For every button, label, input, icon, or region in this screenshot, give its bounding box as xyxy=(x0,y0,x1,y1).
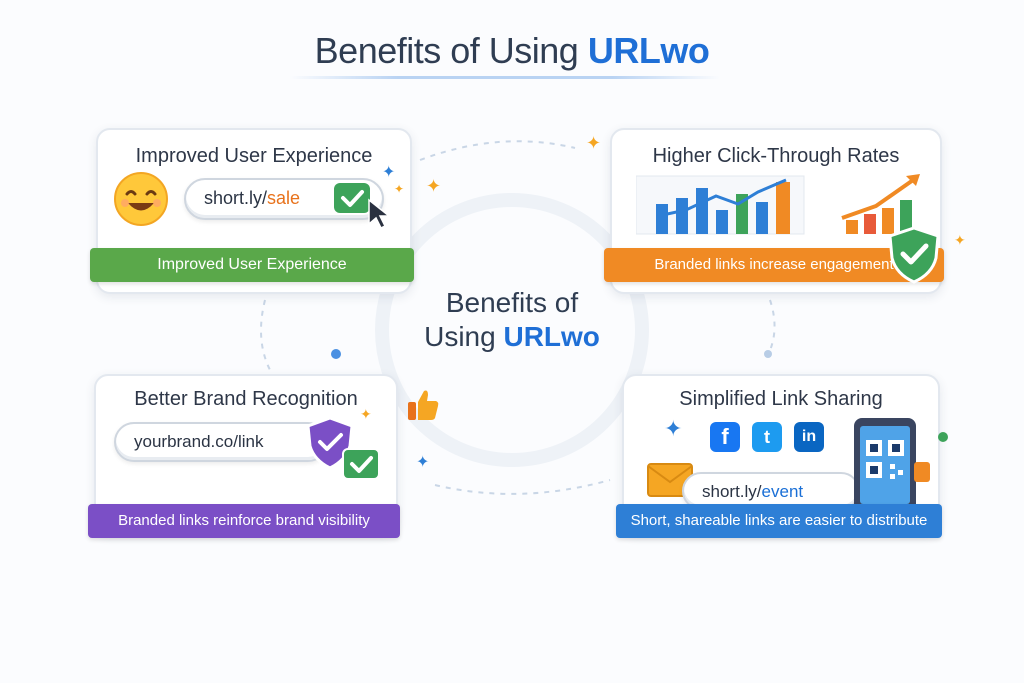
sparkle-icon: ✦ xyxy=(586,133,602,153)
card-title: Simplified Link Sharing xyxy=(679,388,883,410)
title-prefix: Benefits of Using xyxy=(314,30,588,71)
dot-decoration xyxy=(938,432,948,442)
check-icon xyxy=(342,448,380,480)
card-title: Improved User Experience xyxy=(135,145,373,167)
url-input[interactable]: short.ly/event xyxy=(682,472,860,510)
title-brand: URLwo xyxy=(587,30,710,71)
envelope-icon xyxy=(647,463,693,497)
ribbon-link-sharing: Short, shareable links are easier to dis… xyxy=(616,504,942,538)
card-title: Higher Click-Through Rates xyxy=(652,145,900,167)
phone-qr-icon xyxy=(854,418,930,512)
center-brand: URLwo xyxy=(503,321,600,352)
linkedin-icon[interactable]: in xyxy=(794,422,824,452)
smiley-icon xyxy=(114,172,168,226)
page-title: Benefits of Using URLwo xyxy=(0,30,1024,72)
thumbs-up-icon xyxy=(408,390,439,420)
center-line2: Using xyxy=(424,321,504,352)
card-user-experience: Improved User Experience short.ly/sale ✦… xyxy=(96,128,412,294)
sparkle-icon: ✦ xyxy=(954,232,966,248)
url-input[interactable]: yourbrand.co/link xyxy=(114,422,328,462)
sparkle-icon: ✦ xyxy=(416,454,430,471)
card-title: Better Brand Recognition xyxy=(134,388,358,410)
ribbon-brand-recognition: Branded links reinforce brand visibility xyxy=(88,504,400,538)
title-underline xyxy=(290,76,720,79)
sparkle-icon: ✦ xyxy=(382,164,396,181)
twitter-icon[interactable]: t xyxy=(752,422,782,452)
sparkle-icon: ✦ xyxy=(426,176,442,196)
facebook-icon[interactable]: f xyxy=(710,422,740,452)
cursor-icon xyxy=(368,198,392,230)
ribbon-user-experience: Improved User Experience xyxy=(90,248,414,282)
sparkle-icon: ✦ xyxy=(360,406,372,422)
sparkle-icon: ✦ xyxy=(664,416,683,441)
check-icon xyxy=(334,183,370,213)
center-title: Benefits of Using URLwo xyxy=(362,286,662,354)
sparkle-icon: ✦ xyxy=(394,182,405,196)
bar-chart-icon xyxy=(636,174,920,235)
ribbon-click-through: Branded links increase engagement xyxy=(604,248,944,282)
shield-check-icon xyxy=(888,226,940,284)
center-line1: Benefits of xyxy=(445,287,579,318)
